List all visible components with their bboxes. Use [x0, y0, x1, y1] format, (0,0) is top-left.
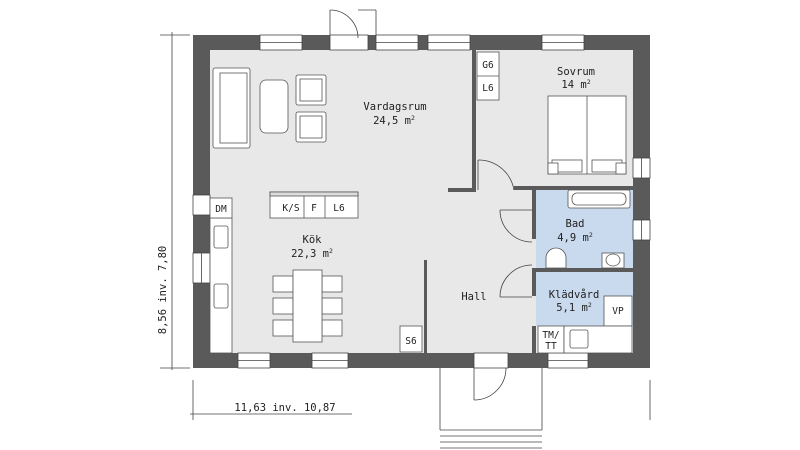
- wardrobe: [476, 51, 500, 101]
- door-entrance[interactable]: [439, 352, 543, 449]
- kitchen-counter: [209, 217, 233, 354]
- sofa: [212, 67, 251, 149]
- tm-tt-unit: [537, 325, 565, 354]
- armchairs: [295, 74, 327, 143]
- label-g6: G6: [482, 60, 494, 71]
- bathtub: [567, 189, 631, 209]
- room-area: 4,9 m2: [557, 231, 593, 244]
- room-sovrum[interactable]: Sovrum 14 m2: [557, 66, 595, 91]
- label-tm: TM/: [542, 330, 559, 341]
- label-f: F: [311, 203, 317, 214]
- room-name: Sovrum: [557, 66, 595, 78]
- outer-walls: [193, 35, 650, 368]
- coffee-table: [259, 79, 289, 134]
- room-area: 14 m2: [561, 78, 590, 91]
- label-tt: TT: [545, 341, 557, 352]
- room-hall[interactable]: Hall: [461, 291, 486, 303]
- label-s6: S6: [405, 336, 417, 347]
- room-vardagsrum[interactable]: Vardagsrum 24,5 m2: [363, 101, 426, 127]
- room-name: Bad: [566, 218, 585, 230]
- dining-set: [272, 269, 343, 343]
- room-kok[interactable]: Kök 22,3 m2: [291, 234, 333, 260]
- label-ks: K/S: [282, 203, 299, 214]
- dimension-width: [190, 380, 651, 420]
- label-l6-kitchen: L6: [333, 203, 345, 214]
- dimension-width-label: 11,63 inv. 10,87: [234, 402, 335, 414]
- room-name: Vardagsrum: [363, 101, 426, 113]
- interior-doors[interactable]: [477, 159, 533, 298]
- label-vp: VP: [612, 306, 624, 317]
- door-top[interactable]: [329, 9, 377, 51]
- room-area: 22,3 m2: [291, 247, 333, 260]
- windows: [192, 34, 651, 369]
- label-l6-bedroom: L6: [482, 83, 494, 94]
- dimension-height: [160, 32, 190, 370]
- room-bad[interactable]: Bad 4,9 m2: [557, 218, 593, 244]
- room-kladvard[interactable]: Klädvård 5,1 m2: [549, 288, 600, 314]
- label-dm: DM: [215, 204, 227, 215]
- bed: [547, 95, 627, 175]
- room-area: 24,5 m2: [373, 114, 415, 127]
- room-name: Kök: [303, 234, 323, 246]
- room-name: Klädvård: [549, 288, 600, 301]
- vp-unit: [603, 295, 633, 327]
- dimension-height-label: 8,56 inv. 7,80: [157, 246, 169, 335]
- laundry-counter: [563, 325, 633, 354]
- dishwasher: [209, 197, 233, 219]
- room-area: 5,1 m2: [556, 301, 592, 314]
- interior-walls: [424, 50, 633, 353]
- nightstands: [547, 162, 627, 175]
- s6-cabinet: [399, 325, 423, 353]
- bathroom-sink-toilet: [545, 247, 625, 269]
- kitchen-island: [269, 191, 359, 219]
